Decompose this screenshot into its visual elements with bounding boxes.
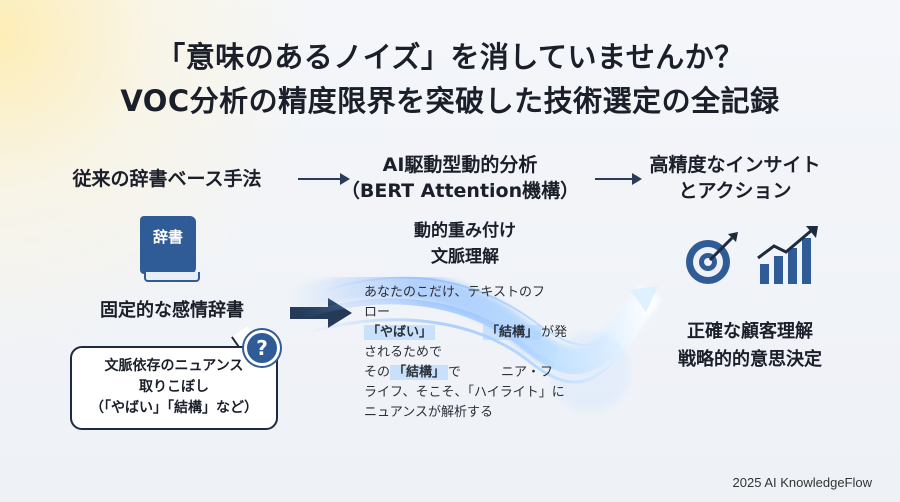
insight-line1: 正確な顧客理解 [687, 321, 813, 342]
question-mark-icon: ? [244, 330, 280, 366]
flow-text-line3-tail: が発 [541, 325, 568, 340]
middle-heading-line1: AI駆動型動的分析 [382, 154, 538, 176]
glowing-flow-graphic [290, 272, 661, 412]
flow-text-line6: ライフ、そこそ、「ハイライト」に [364, 385, 565, 400]
flow-text-line5-mid: で [448, 365, 462, 380]
arrow-right-icon [298, 173, 350, 185]
flow-text-line7: ニュアンスが解析する [364, 405, 493, 420]
flow-text-line5: その「結構」で ニア・フ [364, 363, 594, 383]
book-pages [144, 272, 200, 282]
right-heading-line2: とアクション [678, 180, 792, 202]
dictionary-book-icon: 辞書 [140, 216, 200, 282]
highlight-kekkou: 「結構」 [483, 325, 542, 340]
growth-chart-icon [757, 226, 818, 284]
flow-text-line2: ロー [364, 305, 391, 320]
arrow-right-icon [595, 173, 642, 185]
flow-text-line1: あなたのこだけ、テキストのフ [364, 285, 545, 300]
flow-text-line5-tail: ニア・フ [501, 365, 554, 380]
target-icon [686, 232, 738, 284]
bubble-line2: 取りこぼし [139, 379, 209, 395]
right-column-heading: 高精度なインサイト とアクション [640, 152, 830, 204]
page-title-line2: VOC分析の精度限界を突破した技術選定の全記録 [120, 84, 780, 118]
highlight-kekkou-2: 「結構」 [390, 365, 449, 380]
insight-text: 正確な顧客理解 戦略的的意思決定 [650, 318, 850, 374]
insight-line2: 戦略的的意思決定 [678, 349, 822, 370]
middle-column-heading: AI駆動型動的分析 （BERT Attention機構） [330, 152, 590, 204]
footer-credit: 2025 AI KnowledgeFlow [732, 475, 872, 490]
right-heading-line1: 高精度なインサイト [649, 154, 821, 176]
middle-heading-line2: （BERT Attention機構） [340, 180, 580, 202]
flow-text-block: あなたのこだけ、テキストのフ ロー 「やばい」「結構」が発 されるためで その「… [364, 283, 594, 423]
dyn-line1: 動的重み付け [414, 221, 516, 241]
flow-text-line5-pre: その [364, 365, 391, 380]
highlight-yabai: 「やばい」 [364, 325, 436, 340]
dynamic-weighting-heading: 動的重み付け 文脈理解 [380, 218, 550, 270]
dyn-line2: 文脈理解 [431, 247, 499, 267]
speech-bubble: 文脈依存のニュアンス 取りこぼし （「やばい」「結構」など） [70, 346, 278, 430]
flow-text-line3: 「やばい」 「結構」が発 [364, 323, 594, 343]
flow-text-line4: されるためで [364, 345, 443, 360]
page-title-line1: 「意味のあるノイズ」を消していませんか？ [156, 40, 744, 74]
bubble-line3: （「やばい」「結構」など） [90, 400, 258, 416]
left-column-heading: 従来の辞書ベース手法 [72, 168, 262, 190]
fixed-dictionary-label: 固定的な感情辞書 [100, 300, 244, 321]
bubble-line1: 文脈依存のニュアンス [104, 358, 244, 374]
book-label: 辞書 [140, 216, 196, 274]
